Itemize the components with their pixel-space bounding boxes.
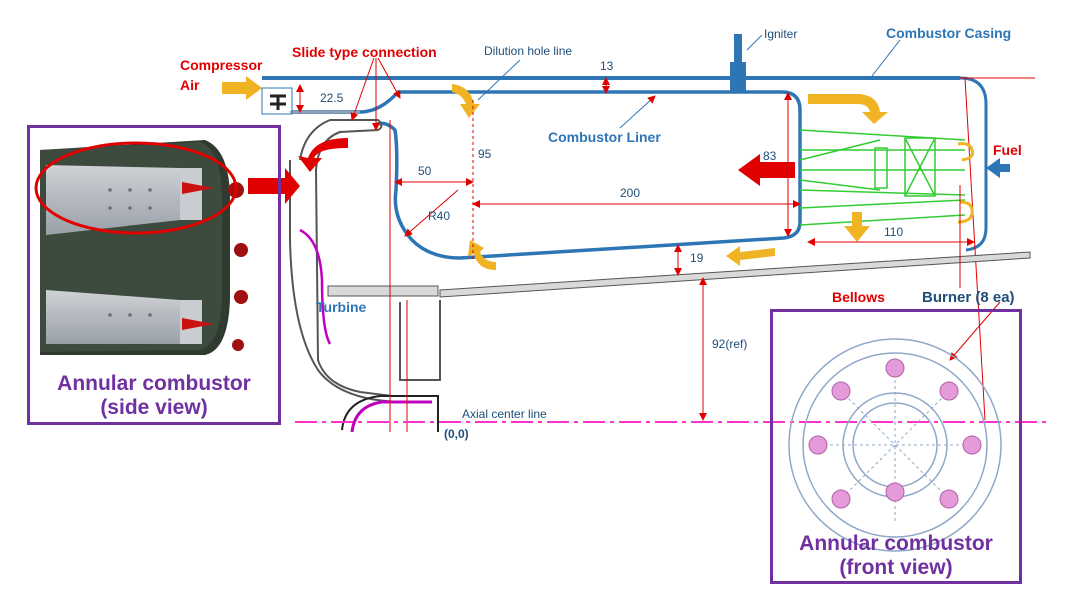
side-view-caption: Annular combustor (side view) <box>27 372 281 420</box>
compressor-air-arrow <box>222 76 262 100</box>
dim-19: 19 <box>690 251 704 265</box>
front-view-caption-line1: Annular combustor <box>799 532 993 555</box>
casing-leader <box>871 39 901 77</box>
igniter-label: Igniter <box>764 27 797 41</box>
front-view-render <box>788 338 1002 552</box>
flow-arrow-top-left <box>452 84 480 118</box>
turbine-label: Turbine <box>316 299 367 315</box>
red-flow-arrows <box>248 138 795 204</box>
burner-swirler <box>799 129 966 226</box>
side-view-pointer-arrow <box>248 168 300 204</box>
combustor-casing <box>262 76 1035 421</box>
liner-leader <box>619 95 656 129</box>
flow-arrows <box>222 76 888 270</box>
burner-3 <box>962 435 982 455</box>
slide-leader-3 <box>377 57 401 99</box>
burner-5 <box>885 482 905 502</box>
dim-83: 83 <box>763 149 777 163</box>
front-view-caption: Annular combustor (front view) <box>770 532 1022 580</box>
dim-50: 50 <box>418 164 432 178</box>
dim-92-ref: 92(ref) <box>712 337 747 351</box>
burner-label: Burner (8 ea) <box>922 289 1015 306</box>
slide-leader-1 <box>350 57 375 121</box>
slide-connection-label: Slide type connection <box>292 44 437 60</box>
recirc-arrow-bottom <box>957 200 974 224</box>
r40-line <box>404 189 459 237</box>
fuel-arrow <box>986 158 1010 178</box>
slide-connection-arrow <box>298 138 348 172</box>
side-view-box <box>27 125 281 425</box>
dim-22-5: 22.5 <box>320 91 344 105</box>
fuel-label: Fuel <box>993 142 1022 158</box>
dim-95: 95 <box>478 147 492 161</box>
flow-arrow-down <box>844 212 870 242</box>
dim-r40: R40 <box>428 209 450 223</box>
front-view-caption-line2: (front view) <box>839 556 953 579</box>
flow-arrow-bottom-left <box>468 240 496 270</box>
side-view-caption-line1: Annular combustor <box>57 372 251 395</box>
combustor-liner-label: Combustor Liner <box>548 129 661 145</box>
compressor-air-label-2: Air <box>180 77 200 93</box>
burner-2 <box>939 381 959 401</box>
recirc-arrow-top <box>957 142 974 162</box>
flow-arrow-top-right <box>808 94 888 124</box>
igniter <box>730 34 763 92</box>
axial-center-line-label: Axial center line <box>462 407 547 421</box>
inlet-flange <box>261 87 293 115</box>
origin-label: (0,0) <box>444 427 469 441</box>
burner-7 <box>808 435 828 455</box>
bellows-label: Bellows <box>832 289 885 305</box>
burner-6 <box>831 489 851 509</box>
flow-arrow-back <box>726 246 775 266</box>
liner-reverse-arrow <box>738 154 795 186</box>
bellows <box>439 251 1031 298</box>
burner-8 <box>831 381 851 401</box>
compressor-air-label-1: Compressor <box>180 57 263 73</box>
burner-4 <box>939 489 959 509</box>
front-view-box <box>770 309 1022 584</box>
dimension-lines <box>296 57 1001 432</box>
recirculation-arrows <box>957 142 974 224</box>
dilution-hole-line-label: Dilution hole line <box>484 44 572 58</box>
side-view-render <box>32 134 248 360</box>
combustor-liner <box>290 90 802 260</box>
dim-13: 13 <box>600 59 614 73</box>
combustor-casing-label: Combustor Casing <box>886 25 1011 41</box>
dim-200: 200 <box>620 186 640 200</box>
dim-110: 110 <box>884 225 903 239</box>
side-view-caption-line2: (side view) <box>100 396 208 419</box>
highlight-ellipse <box>34 141 238 235</box>
burner-1 <box>885 358 905 378</box>
dilution-leader <box>477 59 521 101</box>
